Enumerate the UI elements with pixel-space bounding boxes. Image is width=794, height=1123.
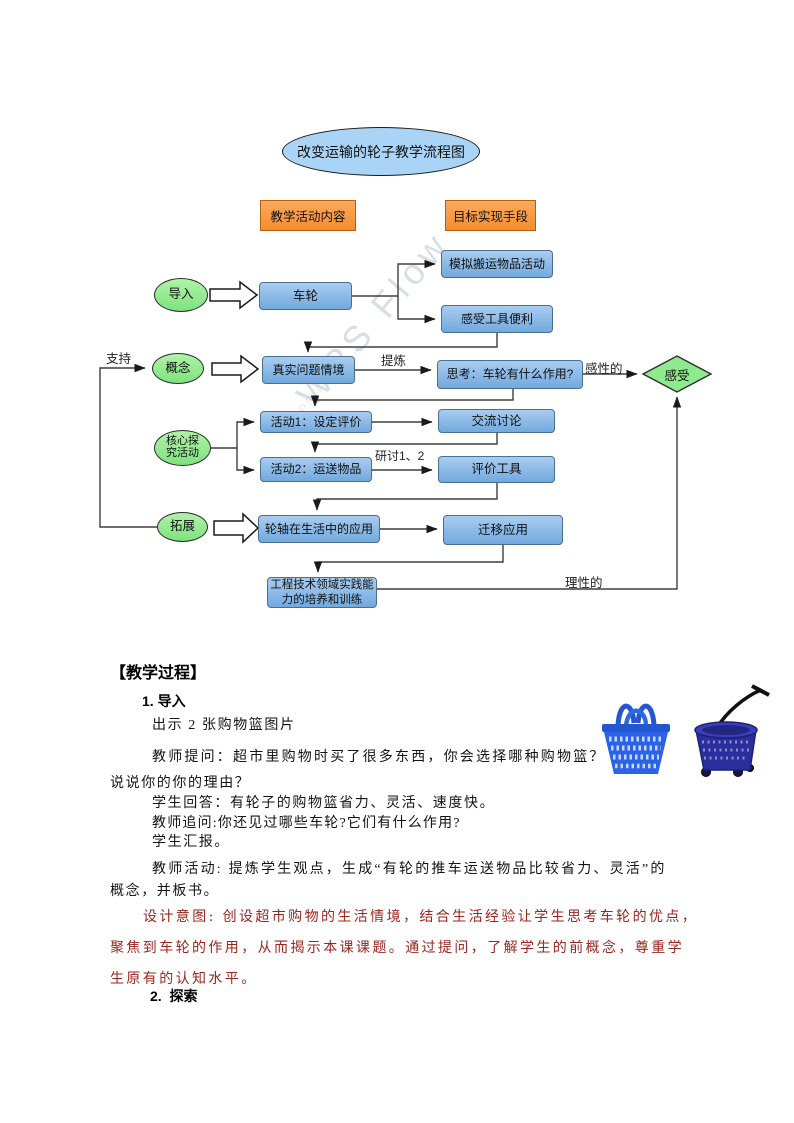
stage-core-activity: 核心探究活动 xyxy=(154,430,211,466)
edge-label-seminar: 研讨1、2 xyxy=(375,449,425,463)
node-activity1: 活动1：设定评价 xyxy=(260,411,372,433)
text-line: 教师活动: 提炼学生观点，生成“有轮的推车运送物品比较省力、灵活”的 xyxy=(152,862,667,877)
node-axle-application: 轮轴在生活中的应用 xyxy=(258,515,380,543)
text-line: 说说你的你的理由？ xyxy=(110,776,251,791)
edge-label-refine: 提炼 xyxy=(381,354,407,368)
stage-concept: 概念 xyxy=(152,353,204,384)
node-think-wheel-function: 思考：车轮有什么作用? xyxy=(437,360,583,389)
block-arrow-extend xyxy=(213,512,260,544)
step2-heading: 2. 探索 xyxy=(150,988,198,1004)
node-engineering-practice: 工程技术领域实践能力的培养和训练 xyxy=(267,577,377,608)
edge-label-perceptual: 感性的 xyxy=(585,362,623,376)
block-arrow-concept xyxy=(211,354,260,384)
text-line: 教师追问:你还见过哪些车轮?它们有什么作用? xyxy=(152,816,461,831)
section-heading-teaching-process: 【教学过程】 xyxy=(110,665,207,682)
node-transfer-application: 迁移应用 xyxy=(443,515,563,545)
node-wheel: 车轮 xyxy=(259,282,352,310)
node-feel-tool-convenience: 感受工具便利 xyxy=(441,305,553,333)
block-arrow-intro xyxy=(209,280,259,310)
edge-label-rational: 理性的 xyxy=(565,576,603,590)
stage-intro: 导入 xyxy=(154,278,208,312)
legend-goal-means: 目标实现手段 xyxy=(445,200,536,231)
legend-activity-content: 教学活动内容 xyxy=(260,200,356,231)
step1-heading: 1. 导入 xyxy=(142,693,186,709)
flowchart-title: 改变运输的轮子教学流程图 xyxy=(282,127,480,176)
design-intent-line: 设计意图: 创设超市购物的生活情境，结合生活经验让学生思考车轮的优点， xyxy=(143,909,699,925)
node-evaluation-tool: 评价工具 xyxy=(438,456,555,483)
stage-extend: 拓展 xyxy=(157,512,208,542)
node-discussion: 交流讨论 xyxy=(438,409,555,433)
decision-diamond xyxy=(641,355,713,393)
design-intent-line: 生原有的认知水平。 xyxy=(110,971,258,987)
design-intent-line: 聚焦到车轮的作用，从而揭示本课课题。通过提问，了解学生的前概念，尊重学 xyxy=(110,940,684,956)
node-activity2: 活动2：运送物品 xyxy=(260,457,372,482)
text-line: 学生回答：有轮子的购物篮省力、灵活、速度快。 xyxy=(152,796,496,811)
node-simulate-carrying: 模拟搬运物品活动 xyxy=(441,250,553,278)
rolling-basket-image xyxy=(694,684,770,777)
step1-intro-line: 出示 2 张购物篮图片 xyxy=(152,718,296,733)
text-line: 概念，并板书。 xyxy=(110,884,220,899)
edge-label-support: 支持 xyxy=(106,352,132,366)
text-line: 教师提问：超市里购物时买了很多东西，你会选择哪种购物篮？ xyxy=(152,750,606,765)
text-line: 学生汇报。 xyxy=(152,835,230,850)
diamond-feel-label: 感受 xyxy=(664,368,690,383)
node-real-problem: 真实问题情境 xyxy=(262,356,355,384)
shopping-basket-image xyxy=(602,703,670,774)
